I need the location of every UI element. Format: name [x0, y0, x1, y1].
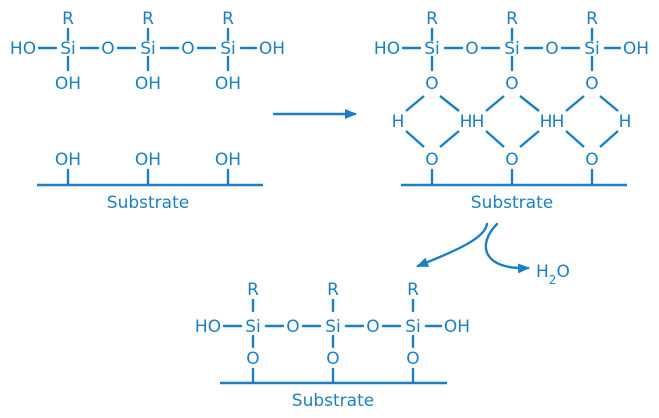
water-o: O — [556, 262, 569, 282]
o-label: O — [286, 317, 299, 337]
o-label: O — [406, 349, 419, 369]
bond — [439, 130, 460, 148]
bond — [599, 130, 619, 148]
water-h: H — [536, 262, 549, 282]
si-label: Si — [220, 39, 236, 59]
bond — [519, 130, 540, 148]
o-label: O — [326, 349, 339, 369]
ho-label: HO — [374, 39, 400, 59]
o-label: O — [465, 39, 478, 59]
r-label: R — [62, 9, 74, 29]
surface-oh-label: OH — [55, 150, 81, 170]
hydrogen-bond — [405, 130, 425, 148]
surface-o-label: O — [585, 150, 598, 170]
bond — [565, 95, 585, 112]
o-label: O — [246, 349, 259, 369]
o-label: O — [505, 74, 518, 94]
ho-label: HO — [10, 39, 36, 59]
o-label: O — [545, 39, 558, 59]
si-label: Si — [245, 317, 261, 337]
si-label: Si — [325, 317, 341, 337]
surface-o-label: O — [505, 150, 518, 170]
water-subscript: 2 — [549, 273, 557, 287]
hydrogen-bond — [485, 130, 505, 148]
water-label: H2O — [536, 262, 570, 287]
si-label: Si — [504, 39, 520, 59]
r-label: R — [586, 9, 598, 29]
substrate-label: Substrate — [471, 193, 553, 213]
hydrogen-bond — [599, 95, 619, 112]
h-label: H — [619, 112, 632, 132]
ho-label: HO — [195, 317, 221, 337]
oh-label: OH — [259, 39, 285, 59]
r-label: R — [426, 9, 438, 29]
h-label: H — [552, 112, 565, 132]
h-label: H — [540, 112, 553, 132]
substrate-label: Substrate — [292, 391, 374, 411]
hydrogen-bond — [519, 95, 540, 112]
surface-o-label: O — [425, 150, 438, 170]
si-label: Si — [424, 39, 440, 59]
surface-oh-label: OH — [215, 150, 241, 170]
oh-label: OH — [444, 317, 470, 337]
si-label: Si — [405, 317, 421, 337]
r-label: R — [407, 280, 419, 300]
si-label: Si — [584, 39, 600, 59]
hydrogen-bond — [439, 95, 460, 112]
o-label: O — [425, 74, 438, 94]
o-label: O — [181, 39, 194, 59]
si-label: Si — [60, 39, 76, 59]
o-label: O — [366, 317, 379, 337]
reaction-arrow-down-left — [416, 222, 489, 268]
hydrogen-bond — [565, 130, 585, 148]
r-label: R — [327, 280, 339, 300]
water-release-arrow — [484, 222, 530, 274]
h-label: H — [392, 112, 405, 132]
r-label: R — [142, 9, 154, 29]
panel-silanol: R R R HO Si O Si O Si OH OH OH OH OH OH … — [10, 9, 285, 213]
surface-oh-label: OH — [135, 150, 161, 170]
h-label: H — [460, 112, 473, 132]
r-label: R — [247, 280, 259, 300]
r-label: R — [506, 9, 518, 29]
oh-label: OH — [135, 74, 161, 94]
oh-label: OH — [55, 74, 81, 94]
oh-label: OH — [623, 39, 649, 59]
oh-label: OH — [215, 74, 241, 94]
panel-hydrogen-bonded: R R R HO Si O Si O Si OH O O O H H H H H… — [374, 9, 649, 213]
si-label: Si — [140, 39, 156, 59]
substrate-label: Substrate — [107, 193, 189, 213]
o-label: O — [585, 74, 598, 94]
panel-product: R R R HO Si O Si O Si OH O O O Substrate — [195, 280, 470, 411]
o-label: O — [101, 39, 114, 59]
bond — [405, 95, 425, 112]
bond — [485, 95, 505, 112]
h-label: H — [472, 112, 485, 132]
r-label: R — [222, 9, 234, 29]
